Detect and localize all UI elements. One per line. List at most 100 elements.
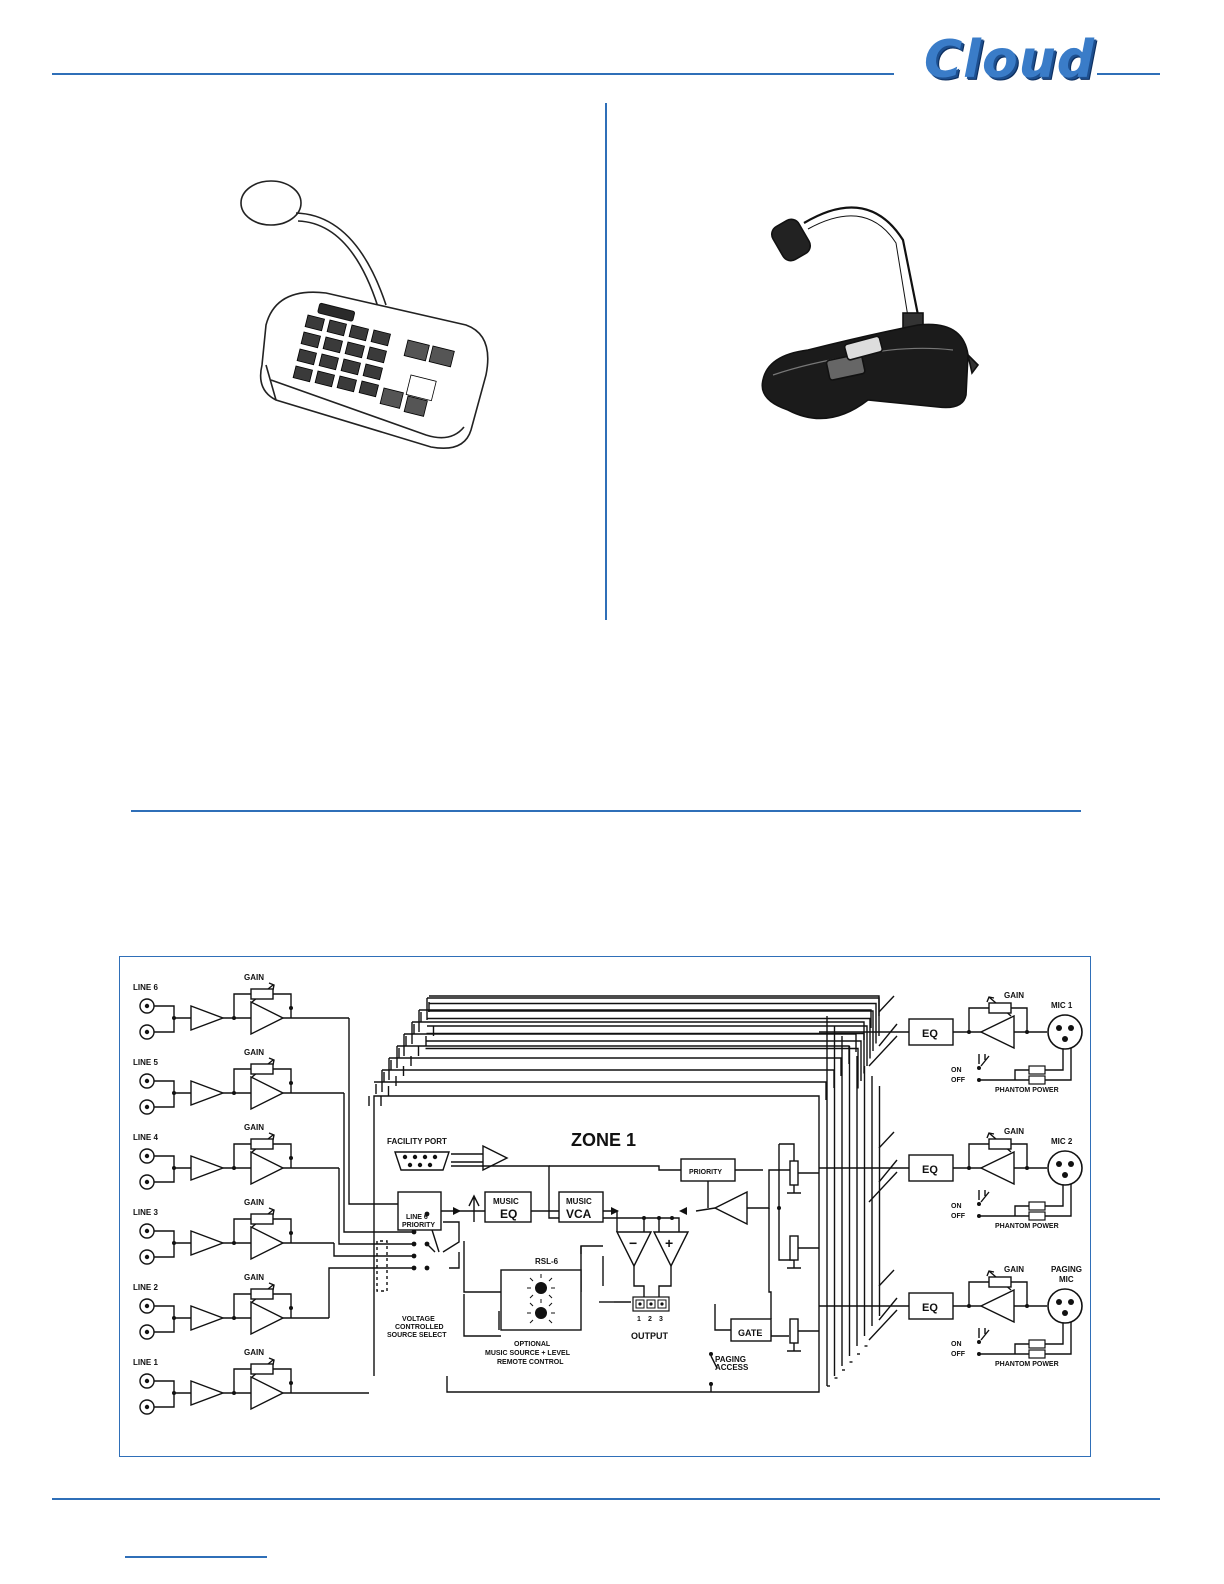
xlr-connector-icon [1047, 1014, 1083, 1050]
level-pot-icon [789, 1160, 799, 1186]
rsl6-label: RSL-6 [535, 1257, 559, 1266]
voltage-label-3: SOURCE SELECT [387, 1332, 447, 1339]
buffer-amp-icon [190, 1154, 225, 1182]
gain-pot-icon [250, 1063, 274, 1075]
mic-capsule-icon [771, 218, 811, 262]
off-label: OFF [951, 1213, 966, 1220]
paging-access-label-1: PAGING [715, 1355, 746, 1364]
gain-pot-icon [988, 1276, 1012, 1288]
mic-eq-box [908, 1292, 954, 1320]
gain-label: GAIN [1004, 1127, 1024, 1136]
desktop-microphone-illustration [761, 206, 980, 420]
gain-pot-icon [250, 1288, 274, 1300]
gain-label: GAIN [1004, 991, 1024, 1000]
gain-amp-icon [250, 1375, 285, 1411]
phantom-power-label: PHANTOM POWER [995, 1361, 1059, 1368]
line-input-label: LINE 2 [133, 1283, 158, 1292]
optional-label-2: MUSIC SOURCE + LEVEL [485, 1350, 571, 1357]
resistor-icon [1028, 1211, 1046, 1221]
cloud-logo: Cloud [924, 30, 1095, 90]
phantom-power-label: PHANTOM POWER [995, 1223, 1059, 1230]
line-input-label: LINE 4 [133, 1133, 158, 1142]
footer-underline [125, 1556, 267, 1558]
on-label: ON [951, 1203, 962, 1210]
off-label: OFF [951, 1351, 966, 1358]
gain-label: GAIN [244, 1048, 264, 1057]
mic-name-label: MIC 1 [1051, 1001, 1073, 1010]
eq-label: EQ [922, 1028, 938, 1040]
mic-preamp-icon [979, 1014, 1015, 1050]
resistor-icon [1028, 1349, 1046, 1359]
gain-amp-icon [250, 1150, 285, 1186]
xlr-connector-icon [1047, 1288, 1083, 1324]
header-rule-left [52, 73, 894, 75]
gain-pot-icon [250, 1213, 274, 1225]
buffer-amp-icon [190, 1004, 225, 1032]
voltage-label-2: CONTROLLED [395, 1324, 444, 1331]
gain-amp-icon [250, 1075, 285, 1111]
gate-label: GATE [738, 1328, 762, 1338]
mic-name-label: MIC 2 [1051, 1137, 1073, 1146]
mic-eq-box [908, 1018, 954, 1046]
paging-access-label-2: ACCESS [715, 1363, 749, 1372]
zone-title: ZONE 1 [571, 1130, 636, 1150]
line6-priority-label-2: PRIORITY [402, 1222, 435, 1229]
gain-pot-icon [988, 1002, 1012, 1014]
plus-sign: + [665, 1235, 673, 1251]
gain-pot-icon [250, 1138, 274, 1150]
gain-label: GAIN [244, 1123, 264, 1132]
line-input-label: LINE 5 [133, 1058, 158, 1067]
level-pot-icon [789, 1235, 799, 1261]
line-input-label: LINE 1 [133, 1358, 158, 1367]
column-divider [605, 103, 607, 620]
buffer-amp-icon [190, 1229, 225, 1257]
gain-amp-icon [250, 1000, 285, 1036]
on-label: ON [951, 1341, 962, 1348]
optional-label-1: OPTIONAL [514, 1341, 551, 1348]
gain-amp-icon [250, 1225, 285, 1261]
eq-label: EQ [922, 1302, 938, 1314]
mic-name-label: PAGING [1051, 1265, 1082, 1274]
resistor-icon [1028, 1075, 1046, 1085]
gain-pot-icon [988, 1138, 1012, 1150]
music-eq-label-2: EQ [500, 1207, 517, 1221]
mic-preamp-icon [979, 1150, 1015, 1186]
buffer-amp-icon [190, 1079, 225, 1107]
block-diagram-frame [119, 956, 1091, 1457]
header-rule-right [1097, 73, 1160, 75]
optional-label-3: REMOTE CONTROL [497, 1359, 564, 1366]
gain-label: GAIN [1004, 1265, 1024, 1274]
mic-name-label-2: MIC [1059, 1275, 1074, 1284]
priority-label: PRIORITY [689, 1169, 722, 1176]
line6-priority-label-1: LINE 6 [406, 1214, 428, 1221]
line-input-label: LINE 6 [133, 983, 158, 992]
level-pot-icon [789, 1318, 799, 1344]
on-label: ON [951, 1067, 962, 1074]
output-pin-1: 1 [637, 1316, 641, 1323]
gain-pot-icon [250, 988, 274, 1000]
resistor-icon [1028, 1201, 1046, 1211]
music-vca-label-2: VCA [566, 1207, 592, 1221]
minus-sign: − [629, 1235, 637, 1251]
output-pin-3: 3 [659, 1316, 663, 1323]
phantom-power-label: PHANTOM POWER [995, 1087, 1059, 1094]
voltage-label-1: VOLTAGE [402, 1316, 435, 1323]
gain-amp-icon [250, 1300, 285, 1336]
buffer-amp-icon [190, 1379, 225, 1407]
mic-eq-box [908, 1154, 954, 1182]
resistor-icon [1028, 1339, 1046, 1349]
output-pin-2: 2 [648, 1316, 652, 1323]
buffer-amp-icon [190, 1304, 225, 1332]
music-eq-label-1: MUSIC [493, 1197, 519, 1206]
facility-port-label: FACILITY PORT [387, 1137, 447, 1146]
zone-paging-microphone-illustration [240, 180, 489, 449]
off-label: OFF [951, 1077, 966, 1084]
gain-label: GAIN [244, 973, 264, 982]
output-label: OUTPUT [631, 1331, 669, 1341]
mic-head-icon [240, 180, 302, 226]
music-vca-label-1: MUSIC [566, 1197, 592, 1206]
gain-pot-icon [250, 1363, 274, 1375]
section-rule [131, 810, 1081, 812]
mic-preamp-icon [979, 1288, 1015, 1324]
gain-label: GAIN [244, 1273, 264, 1282]
